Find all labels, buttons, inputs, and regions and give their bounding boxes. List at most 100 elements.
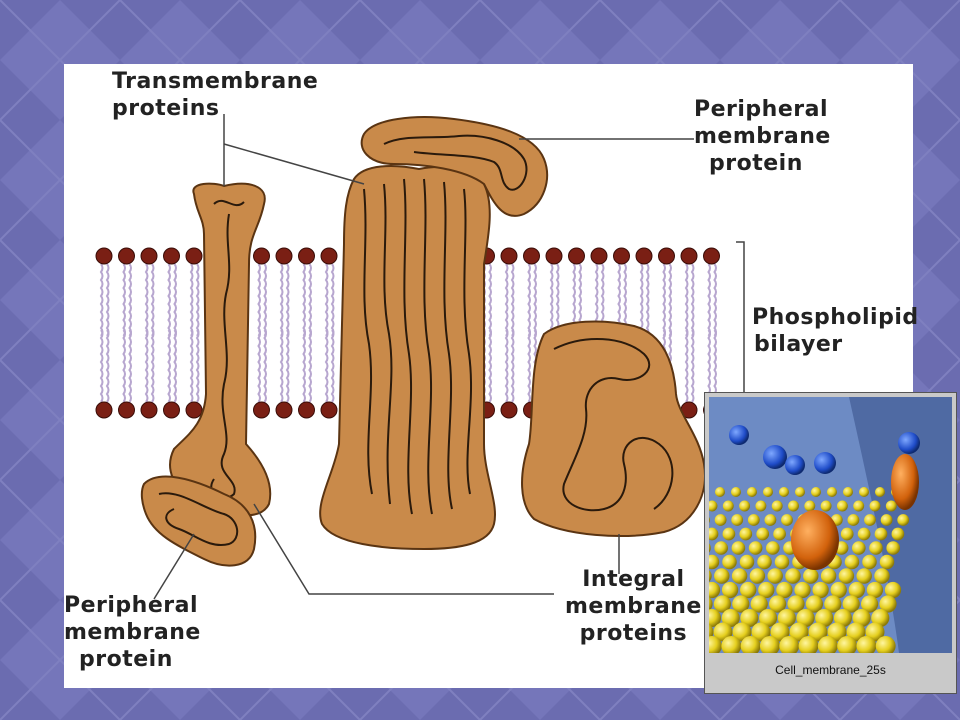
lipid-tail — [662, 263, 666, 337]
lipid-ball — [779, 487, 789, 497]
cell-membrane-video[interactable]: Cell_membrane_25s — [704, 392, 957, 694]
lipid-ball — [820, 568, 837, 584]
lipid-tail — [645, 263, 650, 337]
lipid-tail — [195, 263, 200, 337]
lipid-head — [185, 247, 203, 265]
lipid-head — [523, 247, 540, 265]
video-frame[interactable] — [709, 397, 952, 653]
video-caption: Cell_membrane_25s — [775, 663, 886, 677]
lipid-ball — [713, 595, 731, 613]
lipid-ball — [897, 514, 910, 526]
lipid-ball — [714, 541, 728, 555]
lipid-tail — [263, 263, 267, 337]
lipid-head — [95, 401, 113, 419]
label-transmembrane-proteins: Transmembrane proteins — [112, 69, 319, 121]
lipid-tail — [639, 263, 644, 337]
lipid-ball — [891, 527, 905, 541]
lipid-ball — [771, 500, 783, 512]
lipid-ball — [740, 581, 757, 599]
lipid-ball — [824, 595, 842, 613]
lipid-ball — [709, 608, 722, 628]
peripheral-protein-bottom-left — [140, 475, 257, 567]
lipid-ball — [709, 500, 718, 512]
lipid-ball — [827, 622, 847, 642]
lipid-ball — [804, 500, 816, 512]
lipid-ball — [866, 581, 884, 599]
lipid-ball — [731, 568, 748, 584]
lipid-ball — [789, 622, 809, 642]
lipid-tail — [308, 329, 312, 403]
integral-protein-right — [521, 320, 706, 537]
lipid-ball — [859, 487, 869, 497]
lipid-ball — [709, 516, 710, 524]
lipid-tail — [263, 329, 267, 403]
lipid-tail — [330, 263, 335, 337]
cell-membrane-diagram — [95, 114, 745, 600]
lipid-head — [568, 247, 585, 265]
transmembrane-protein-left — [169, 182, 272, 517]
lipid-ball — [785, 568, 801, 584]
lipid-ball — [865, 622, 885, 642]
label-peripheral-membrane-protein-top: Peripheral membrane protein — [694, 97, 831, 176]
lipid-tail — [707, 263, 711, 337]
lipid-ball — [808, 622, 828, 642]
lipid-ball — [758, 581, 775, 599]
lipid-ball — [879, 554, 895, 570]
label-phospholipid-bilayer: Phospholipid bilayer — [752, 305, 919, 357]
lipid-tail — [99, 263, 104, 337]
lipid-ball — [812, 581, 829, 599]
lipid-ball — [830, 581, 847, 599]
lipid-ball — [747, 514, 760, 526]
lipid-ball — [714, 568, 730, 584]
lipid-ball — [739, 527, 753, 541]
lipid-ball — [709, 543, 711, 553]
label-integral-membrane-proteins: Integral membrane proteins — [565, 567, 702, 646]
lipid-head — [590, 247, 608, 265]
label-peripheral-membrane-protein-bottom: Peripheral membrane protein — [64, 593, 201, 672]
lipid-head — [275, 401, 293, 419]
lipid-ball — [709, 597, 713, 611]
lipid-tail — [257, 263, 261, 337]
video-scene — [709, 397, 952, 653]
lipid-ball — [852, 541, 866, 555]
lipid-ball — [837, 636, 858, 653]
lipid-head — [703, 247, 720, 265]
lipid-ball — [803, 568, 819, 584]
lipid-tail — [510, 329, 515, 403]
lipid-ball — [842, 595, 860, 613]
lipid-ball — [886, 541, 900, 555]
lipid-head — [613, 247, 630, 265]
lipid-ball — [836, 500, 848, 512]
lipid-tail — [713, 329, 717, 403]
lipid-ball — [847, 514, 860, 526]
lipid-head — [140, 401, 158, 419]
lipid-tail — [279, 263, 284, 337]
lipid-ball — [815, 608, 834, 628]
lipid-ball — [871, 608, 890, 628]
lipid-ball — [721, 608, 740, 628]
lipid-ball — [846, 622, 866, 642]
lipid-tail — [150, 329, 155, 403]
lipid-tail — [302, 263, 306, 337]
lipid-ball — [827, 487, 837, 497]
lipid-tail — [105, 329, 110, 403]
lipid-ball — [852, 608, 871, 628]
lipid-ball — [777, 608, 796, 628]
lipid-head — [118, 401, 135, 419]
lipid-ball — [731, 541, 746, 555]
lipid-ball — [779, 636, 800, 653]
lipid-tail — [713, 263, 717, 337]
lipid-ball — [875, 636, 896, 653]
lipid-ball — [740, 608, 759, 628]
lipid-ball — [838, 568, 855, 584]
lipid-head — [320, 247, 338, 265]
lipid-tail — [144, 329, 149, 403]
lipid-head — [320, 401, 338, 419]
lipid-ball — [747, 487, 757, 497]
lipid-tail — [285, 263, 290, 337]
lipid-tail — [105, 263, 110, 337]
lipid-ball — [840, 527, 854, 541]
lipid-ball — [848, 581, 865, 599]
lipid-tail — [128, 263, 132, 337]
lipid-ball — [766, 541, 780, 555]
